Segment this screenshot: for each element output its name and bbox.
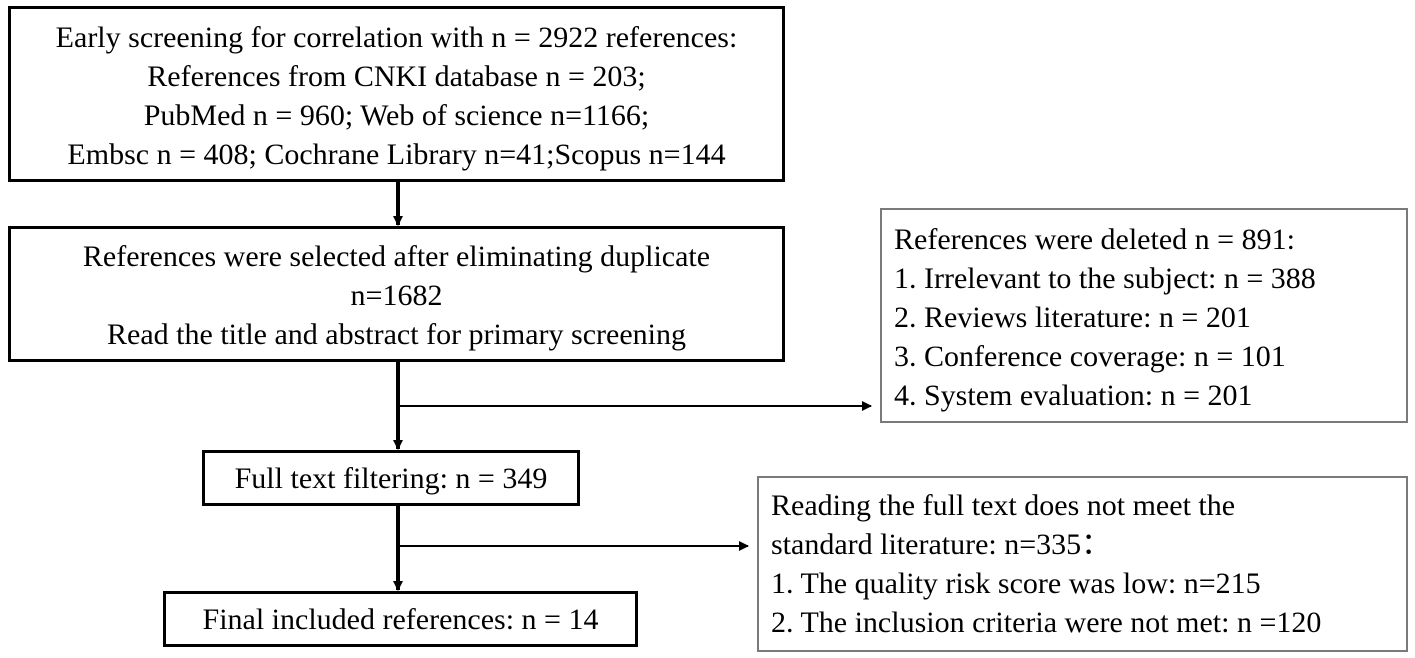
deleted-line-1: References were deleted n = 891: [894,223,1295,256]
dedup-line-3: Read the title and abstract for primary … [107,318,686,351]
dedup-line-1: References were selected after eliminati… [82,240,711,273]
screening-line-1: Early screening for correlation with n =… [55,21,738,54]
excluded-line-4: 2. The inclusion criteria were not met: … [771,606,1322,639]
early-screening-box: Early screening for correlation with n =… [8,6,785,182]
full-text-filtering-label: Full text filtering: n = 349 [234,462,548,495]
screening-line-3: PubMed n = 960; Web of science n=1166; [143,99,650,132]
final-included-label: Final included references: n = 14 [202,603,599,636]
full-text-excluded-box: Reading the full text does not meet the … [757,476,1408,652]
final-included-box: Final included references: n = 14 [163,591,638,647]
dedup-line-2: n=1682 [350,279,443,312]
deleted-line-4: 3. Conference coverage: n = 101 [894,340,1286,373]
excluded-line-3: 1. The quality risk score was low: n=215 [771,567,1261,600]
deleted-line-3: 2. Reviews literature: n = 201 [894,301,1251,334]
excluded-line-1: Reading the full text does not meet the [771,489,1236,522]
excluded-line-2: standard literature: n=335： [771,528,1112,561]
deleted-line-2: 1. Irrelevant to the subject: n = 388 [894,262,1316,295]
full-text-filtering-box: Full text filtering: n = 349 [202,450,580,506]
deduplication-box: References were selected after eliminati… [8,226,785,362]
screening-line-2: References from CNKI database n = 203; [147,60,646,93]
deleted-references-box: References were deleted n = 891: 1. Irre… [880,208,1408,423]
screening-line-4: Embsc n = 408; Cochrane Library n=41;Sco… [67,138,726,171]
deleted-line-5: 4. System evaluation: n = 201 [894,379,1253,412]
